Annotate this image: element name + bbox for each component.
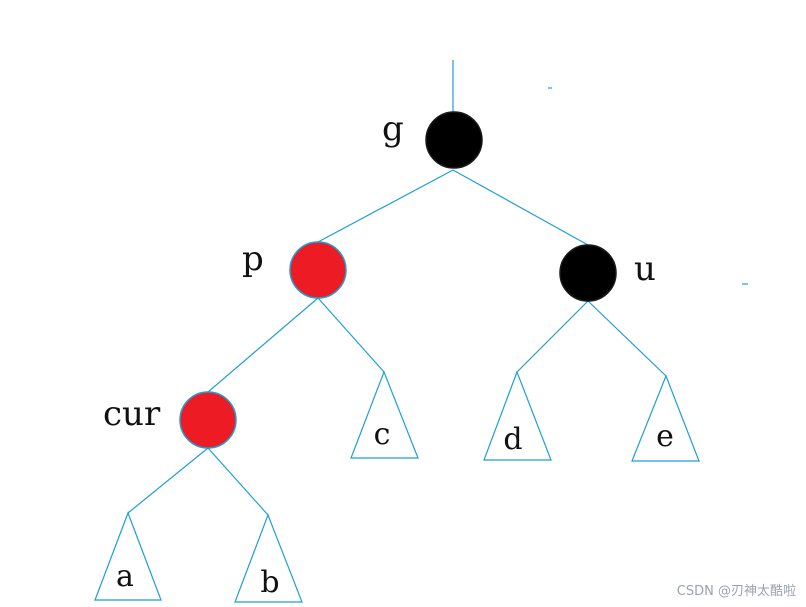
edge-p-cur <box>207 297 319 393</box>
subtree-a-label: a <box>116 559 134 594</box>
edge-p-c <box>317 297 385 373</box>
subtree-e-label: e <box>656 419 674 454</box>
subtree-b-label: b <box>260 565 279 600</box>
node-g-circle <box>425 111 483 169</box>
edge-g-u <box>452 169 589 246</box>
subtree-b-triangle <box>234 513 303 603</box>
node-p-circle <box>289 241 347 299</box>
edge-cur-a <box>127 447 209 514</box>
csdn-watermark: CSDN @刃神太酷啦 <box>676 584 796 599</box>
node-u-label: u <box>634 249 656 289</box>
node-cur-label: cur <box>103 394 161 434</box>
edge-g-p <box>317 169 454 243</box>
subtree-e-triangle <box>631 374 700 462</box>
subtree-a-triangle <box>94 511 162 601</box>
edge-u-d <box>516 300 589 373</box>
subtree-c-triangle <box>350 370 419 459</box>
node-cur-circle <box>179 391 237 449</box>
edge-u-e <box>587 300 667 377</box>
node-p-label: p <box>242 239 264 279</box>
subtree-c-label: c <box>374 417 391 452</box>
subtree-d-label: d <box>503 422 522 457</box>
node-u-circle <box>559 244 617 302</box>
edge-cur-b <box>207 447 269 516</box>
subtree-d-triangle <box>483 370 552 461</box>
node-g-label: g <box>382 109 404 149</box>
